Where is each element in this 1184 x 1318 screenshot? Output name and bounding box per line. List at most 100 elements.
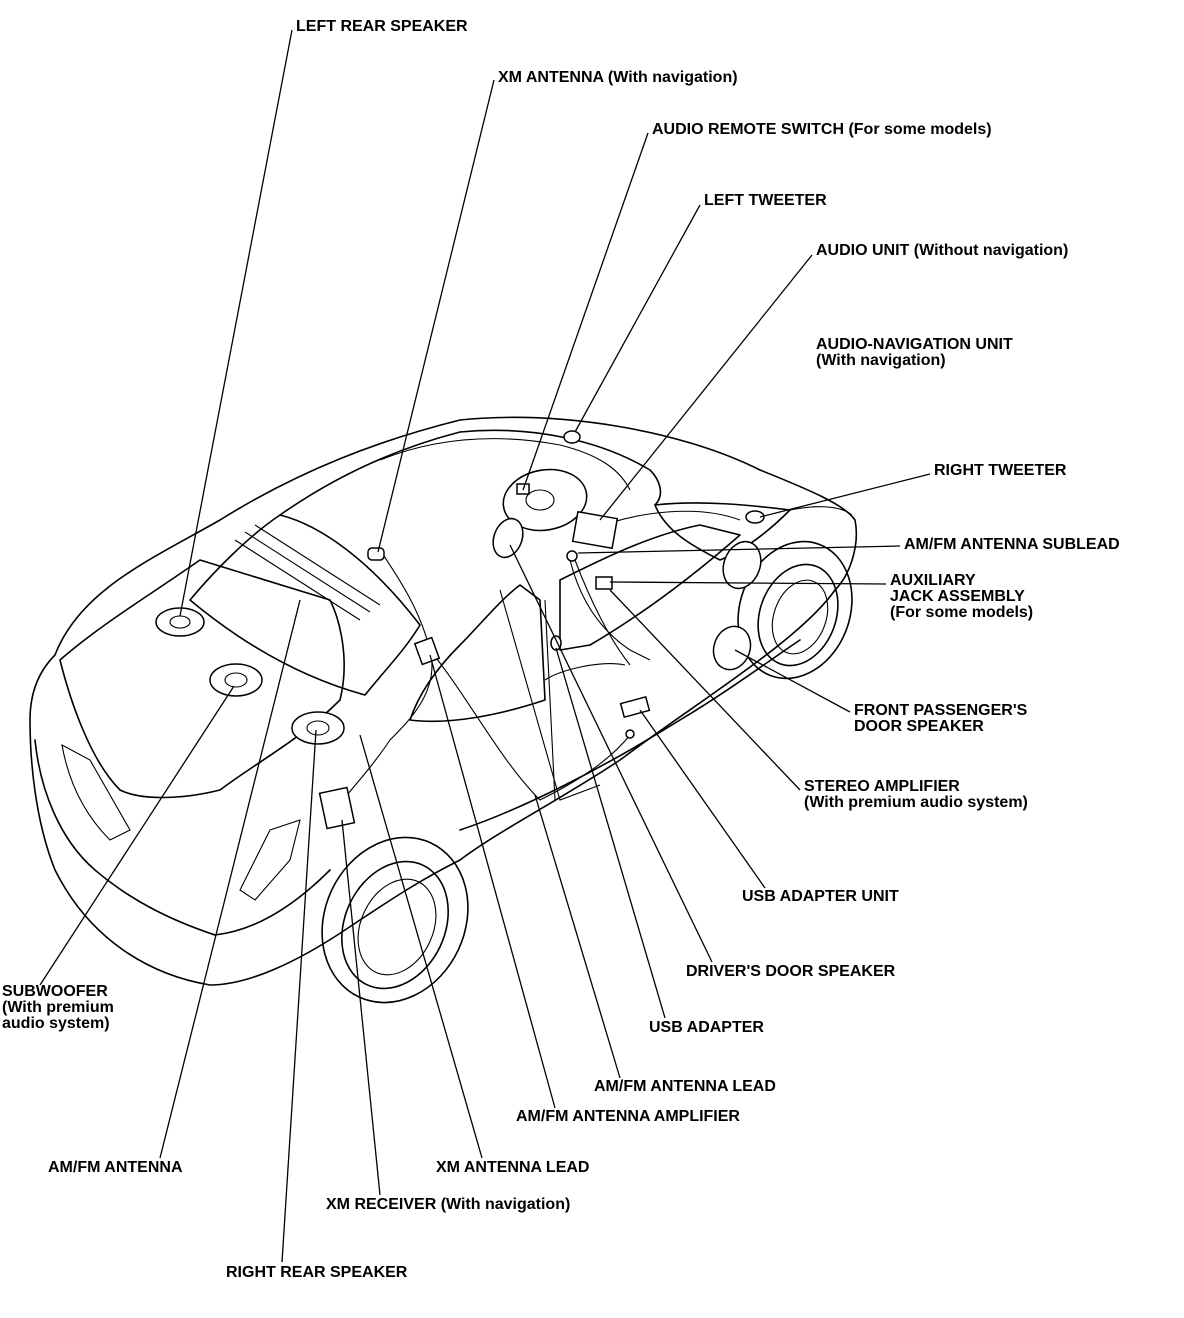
label-front-passengers-door-speaker: FRONT PASSENGER'S DOOR SPEAKER (854, 703, 1027, 735)
package-shelf-line-1 (234, 539, 361, 621)
label-line: AUDIO UNIT (Without navigation) (816, 242, 1069, 259)
rear-window (189, 514, 421, 696)
roof (279, 429, 662, 516)
usb-adapter-unit-part (619, 695, 651, 719)
rear-lamp-left (61, 743, 131, 841)
trunk-lid (59, 559, 345, 799)
leader-usb-adapter (555, 647, 666, 1019)
leader-am-fm-antenna-lead (534, 794, 621, 1079)
package-shelf-line-3 (254, 524, 381, 606)
leader-am-fm-antenna (159, 599, 301, 1159)
door-line-rear (544, 599, 556, 801)
label-xm-antenna: XM ANTENNA (With navigation) (498, 70, 738, 86)
rear-wheel-tire (340, 860, 450, 990)
label-am-fm-antenna-sublead: AM/FM ANTENNA SUBLEAD (904, 537, 1120, 553)
front-wheel-rim (771, 579, 829, 655)
leader-stereo-amplifier (609, 589, 801, 791)
leader-left-tweeter (574, 204, 701, 433)
label-line: LEFT REAR SPEAKER (296, 18, 468, 35)
leader-usb-adapter-unit (639, 709, 766, 889)
label-usb-adapter-unit: USB ADAPTER UNIT (742, 889, 899, 905)
leader-am-fm-antenna-sublead (577, 545, 901, 554)
rear-bumper (34, 739, 331, 936)
label-line: DRIVER'S DOOR SPEAKER (686, 963, 896, 980)
am-fm-antenna-amplifier-part (413, 636, 441, 666)
label-line: STEREO AMPLIFIER (804, 778, 960, 795)
door-line-b (499, 589, 601, 801)
label-line: JACK ASSEMBLY (890, 588, 1025, 605)
label-line: FRONT PASSENGER'S (854, 702, 1028, 719)
label-audio-remote-switch: AUDIO REMOTE SWITCH (For some models) (652, 122, 992, 138)
xm-antenna-part (367, 547, 385, 561)
wiring-harness (334, 549, 433, 811)
sublead-path (574, 559, 631, 666)
door-handle-rear (544, 663, 626, 681)
label-auxiliary-jack-assembly: AUXILIARY JACK ASSEMBLY (For some models… (890, 573, 1033, 621)
xm-receiver-part (318, 786, 356, 830)
label-line: XM ANTENNA LEAD (436, 1159, 590, 1176)
label-line: audio system) (2, 1015, 110, 1032)
rear-wheel-rim (357, 878, 437, 976)
label-line: (With navigation) (816, 352, 946, 369)
label-line: AUXILIARY (890, 572, 976, 589)
label-line: (For some models) (890, 604, 1034, 621)
right-rear-speaker-cone (306, 720, 330, 736)
leader-drivers-door-speaker (509, 544, 713, 963)
front-passengers-door-speaker-part (712, 625, 752, 671)
roof-inner (379, 438, 631, 491)
drivers-door-speaker-part (492, 517, 524, 559)
label-xm-antenna-lead: XM ANTENNA LEAD (436, 1160, 589, 1176)
label-line: AUDIO-NAVIGATION UNIT (816, 336, 1013, 353)
label-line: AM/FM ANTENNA SUBLEAD (904, 536, 1120, 553)
label-am-fm-antenna: AM/FM ANTENNA (48, 1160, 183, 1176)
leader-xm-antenna (377, 79, 495, 553)
center-console (569, 559, 651, 661)
label-left-tweeter: LEFT TWEETER (704, 193, 827, 209)
rear-lamp-right (239, 819, 301, 901)
hood-line (789, 506, 853, 516)
label-left-rear-speaker: LEFT REAR SPEAKER (296, 19, 468, 35)
right-rear-speaker-part (291, 711, 345, 745)
label-line: (With premium audio system) (804, 794, 1028, 811)
front-wheel-arch (737, 540, 853, 680)
left-rear-speaker-part (155, 607, 205, 637)
label-line: RIGHT TWEETER (934, 462, 1067, 479)
label-right-tweeter: RIGHT TWEETER (934, 463, 1066, 479)
leader-audio-unit (599, 254, 813, 521)
leader-left-rear-speaker (179, 29, 293, 617)
label-line: SUBWOOFER (2, 983, 108, 1000)
side-window-front (559, 524, 741, 651)
label-am-fm-antenna-lead: AM/FM ANTENNA LEAD (594, 1079, 776, 1095)
label-audio-unit: AUDIO UNIT (Without navigation) (816, 243, 1068, 259)
audio-unit-part (571, 510, 619, 550)
subwoofer-cone (224, 672, 248, 688)
leader-am-fm-antenna-amplifier (429, 654, 556, 1109)
label-line: USB ADAPTER UNIT (742, 888, 899, 905)
rocker-panel (459, 639, 801, 831)
leader-right-tweeter (759, 473, 931, 518)
label-line: DOOR SPEAKER (854, 718, 984, 735)
label-line: (With premium (2, 999, 114, 1016)
front-wheel-tire (757, 563, 839, 667)
leader-xm-receiver (341, 819, 381, 1196)
right-tweeter-part (745, 510, 765, 524)
label-subwoofer: SUBWOOFER (With premium audio system) (2, 984, 114, 1032)
components (155, 430, 765, 830)
package-shelf-line-2 (244, 531, 371, 613)
subwoofer-part (209, 663, 263, 697)
label-line: AM/FM ANTENNA (48, 1159, 183, 1176)
leader-lines (39, 29, 931, 1263)
steering-hub (525, 489, 555, 511)
label-line: LEFT TWEETER (704, 192, 827, 209)
label-line: AM/FM ANTENNA AMPLIFIER (516, 1108, 740, 1125)
label-am-fm-antenna-amplifier: AM/FM ANTENNA AMPLIFIER (516, 1109, 740, 1125)
leader-xm-antenna-lead (359, 734, 483, 1159)
car-outer-outline (29, 416, 858, 986)
steering-wheel (502, 468, 588, 532)
label-audio-navigation-unit: AUDIO-NAVIGATION UNIT (With navigation) (816, 337, 1013, 369)
label-line: AM/FM ANTENNA LEAD (594, 1078, 776, 1095)
leader-audio-remote-switch (522, 132, 649, 491)
leader-front-passengers-door-speaker (734, 649, 851, 713)
label-xm-receiver: XM RECEIVER (With navigation) (326, 1197, 570, 1213)
